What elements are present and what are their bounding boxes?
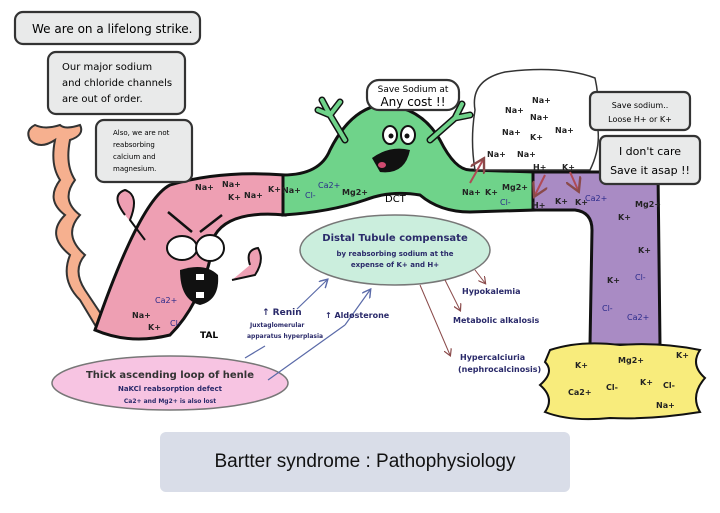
svg-text:H+: H+ — [533, 163, 546, 172]
svg-text:Na+: Na+ — [222, 180, 241, 189]
svg-text:K+: K+ — [575, 361, 588, 370]
svg-text:Cl-: Cl- — [635, 273, 646, 282]
svg-text:Ca2+: Ca2+ — [568, 388, 592, 397]
effect-hypokalemia: Hypokalemia — [462, 287, 521, 296]
tal-defect-ellipse — [51, 355, 289, 411]
ions-urine: K+ Mg2+ K+ Ca2+ Cl- K+ Cl- Na+ — [568, 351, 689, 410]
svg-text:Na+: Na+ — [656, 401, 675, 410]
svg-text:Cl-: Cl- — [606, 383, 618, 392]
speech-bubble-dont-care — [598, 134, 702, 186]
svg-text:Na+: Na+ — [505, 106, 524, 115]
svg-text:Mg2+: Mg2+ — [618, 356, 644, 365]
svg-text:K+: K+ — [485, 188, 498, 197]
speech-bubble-strike — [13, 10, 202, 46]
svg-text:Na+: Na+ — [244, 191, 263, 200]
svg-text:K+: K+ — [638, 246, 651, 255]
svg-text:Cl-: Cl- — [500, 198, 511, 207]
svg-text:Cl-: Cl- — [305, 191, 316, 200]
svg-text:Na+: Na+ — [132, 311, 151, 320]
svg-text:K+: K+ — [562, 163, 575, 172]
aldosterone-note: ↑ Aldosterone — [325, 311, 390, 320]
svg-text:Cl-: Cl- — [663, 381, 675, 390]
svg-text:K+: K+ — [575, 198, 588, 207]
svg-text:Ca2+: Ca2+ — [155, 296, 177, 305]
urine-pool — [538, 342, 707, 421]
glomerulus-tube — [27, 123, 107, 327]
svg-text:Na+: Na+ — [530, 113, 549, 122]
svg-text:Na+: Na+ — [282, 186, 301, 195]
svg-text:K+: K+ — [530, 133, 543, 142]
speech-bubble-loose — [588, 90, 692, 132]
svg-text:K+: K+ — [268, 185, 281, 194]
svg-text:Na+: Na+ — [462, 188, 481, 197]
ions-tal: Na+ Na+ K+ Na+ K+ Na+ Na+ Ca2+ K+ Cl- — [132, 180, 301, 332]
tal-face — [116, 188, 262, 305]
svg-text:Na+: Na+ — [487, 150, 506, 159]
svg-text:K+: K+ — [148, 323, 161, 332]
page-title: Bartter syndrome : Pathophysiology — [214, 451, 516, 472]
effect-hypercalciuria: Hypercalciuria — [460, 353, 525, 362]
svg-text:H+: H+ — [532, 201, 545, 210]
svg-text:K+: K+ — [555, 197, 568, 206]
svg-text:Na+: Na+ — [532, 96, 551, 105]
svg-text:Ca2+: Ca2+ — [318, 181, 340, 190]
svg-text:Na+: Na+ — [502, 128, 521, 137]
svg-text:Cl-: Cl- — [170, 319, 181, 328]
speech-bubble-dct — [365, 78, 461, 112]
svg-text:Ca2+: Ca2+ — [627, 313, 649, 322]
svg-text:Na+: Na+ — [517, 150, 536, 159]
title-banner: Bartter syndrome : Pathophysiology — [160, 432, 570, 492]
dct-label: DCT — [385, 194, 407, 205]
speech-bubble-calcium — [94, 118, 194, 184]
svg-text:K+: K+ — [607, 276, 620, 285]
svg-text:Mg2+: Mg2+ — [342, 188, 368, 197]
dct-face — [372, 125, 416, 173]
tal-label: TAL — [200, 331, 218, 341]
svg-text:Mg2+: Mg2+ — [502, 183, 528, 192]
ions-cloud: Na+ Na+ Na+ Na+ K+ Na+ Na+ Na+ H+ K+ — [487, 96, 575, 172]
distal-compensation-ellipse — [299, 214, 491, 286]
effect-nephrocalcinosis: (nephrocalcinosis) — [458, 365, 541, 374]
bubble-text: We are on a lifelong strike. — [32, 22, 192, 36]
svg-text:Na+: Na+ — [555, 126, 574, 135]
svg-text:K+: K+ — [640, 378, 653, 387]
ions-collecting-duct: H+ K+ K+ Ca2+ Mg2+ K+ K+ K+ Cl- Cl- Ca2+ — [532, 194, 661, 322]
svg-text:Na+: Na+ — [195, 183, 214, 192]
ions-dct: Cl- Ca2+ Mg2+ Na+ K+ Mg2+ Cl- — [305, 181, 528, 207]
svg-text:Ca2+: Ca2+ — [585, 194, 607, 203]
effect-metabolic-alkalosis: Metabolic alkalosis — [453, 316, 539, 325]
svg-text:K+: K+ — [618, 213, 631, 222]
speech-bubble-channels — [46, 50, 187, 116]
svg-text:K+: K+ — [228, 193, 241, 202]
svg-text:Cl-: Cl- — [602, 304, 613, 313]
svg-text:K+: K+ — [676, 351, 689, 360]
bubble-text: Save sodium..Loose H+ or K+ — [608, 101, 672, 124]
svg-text:Mg2+: Mg2+ — [635, 200, 661, 209]
